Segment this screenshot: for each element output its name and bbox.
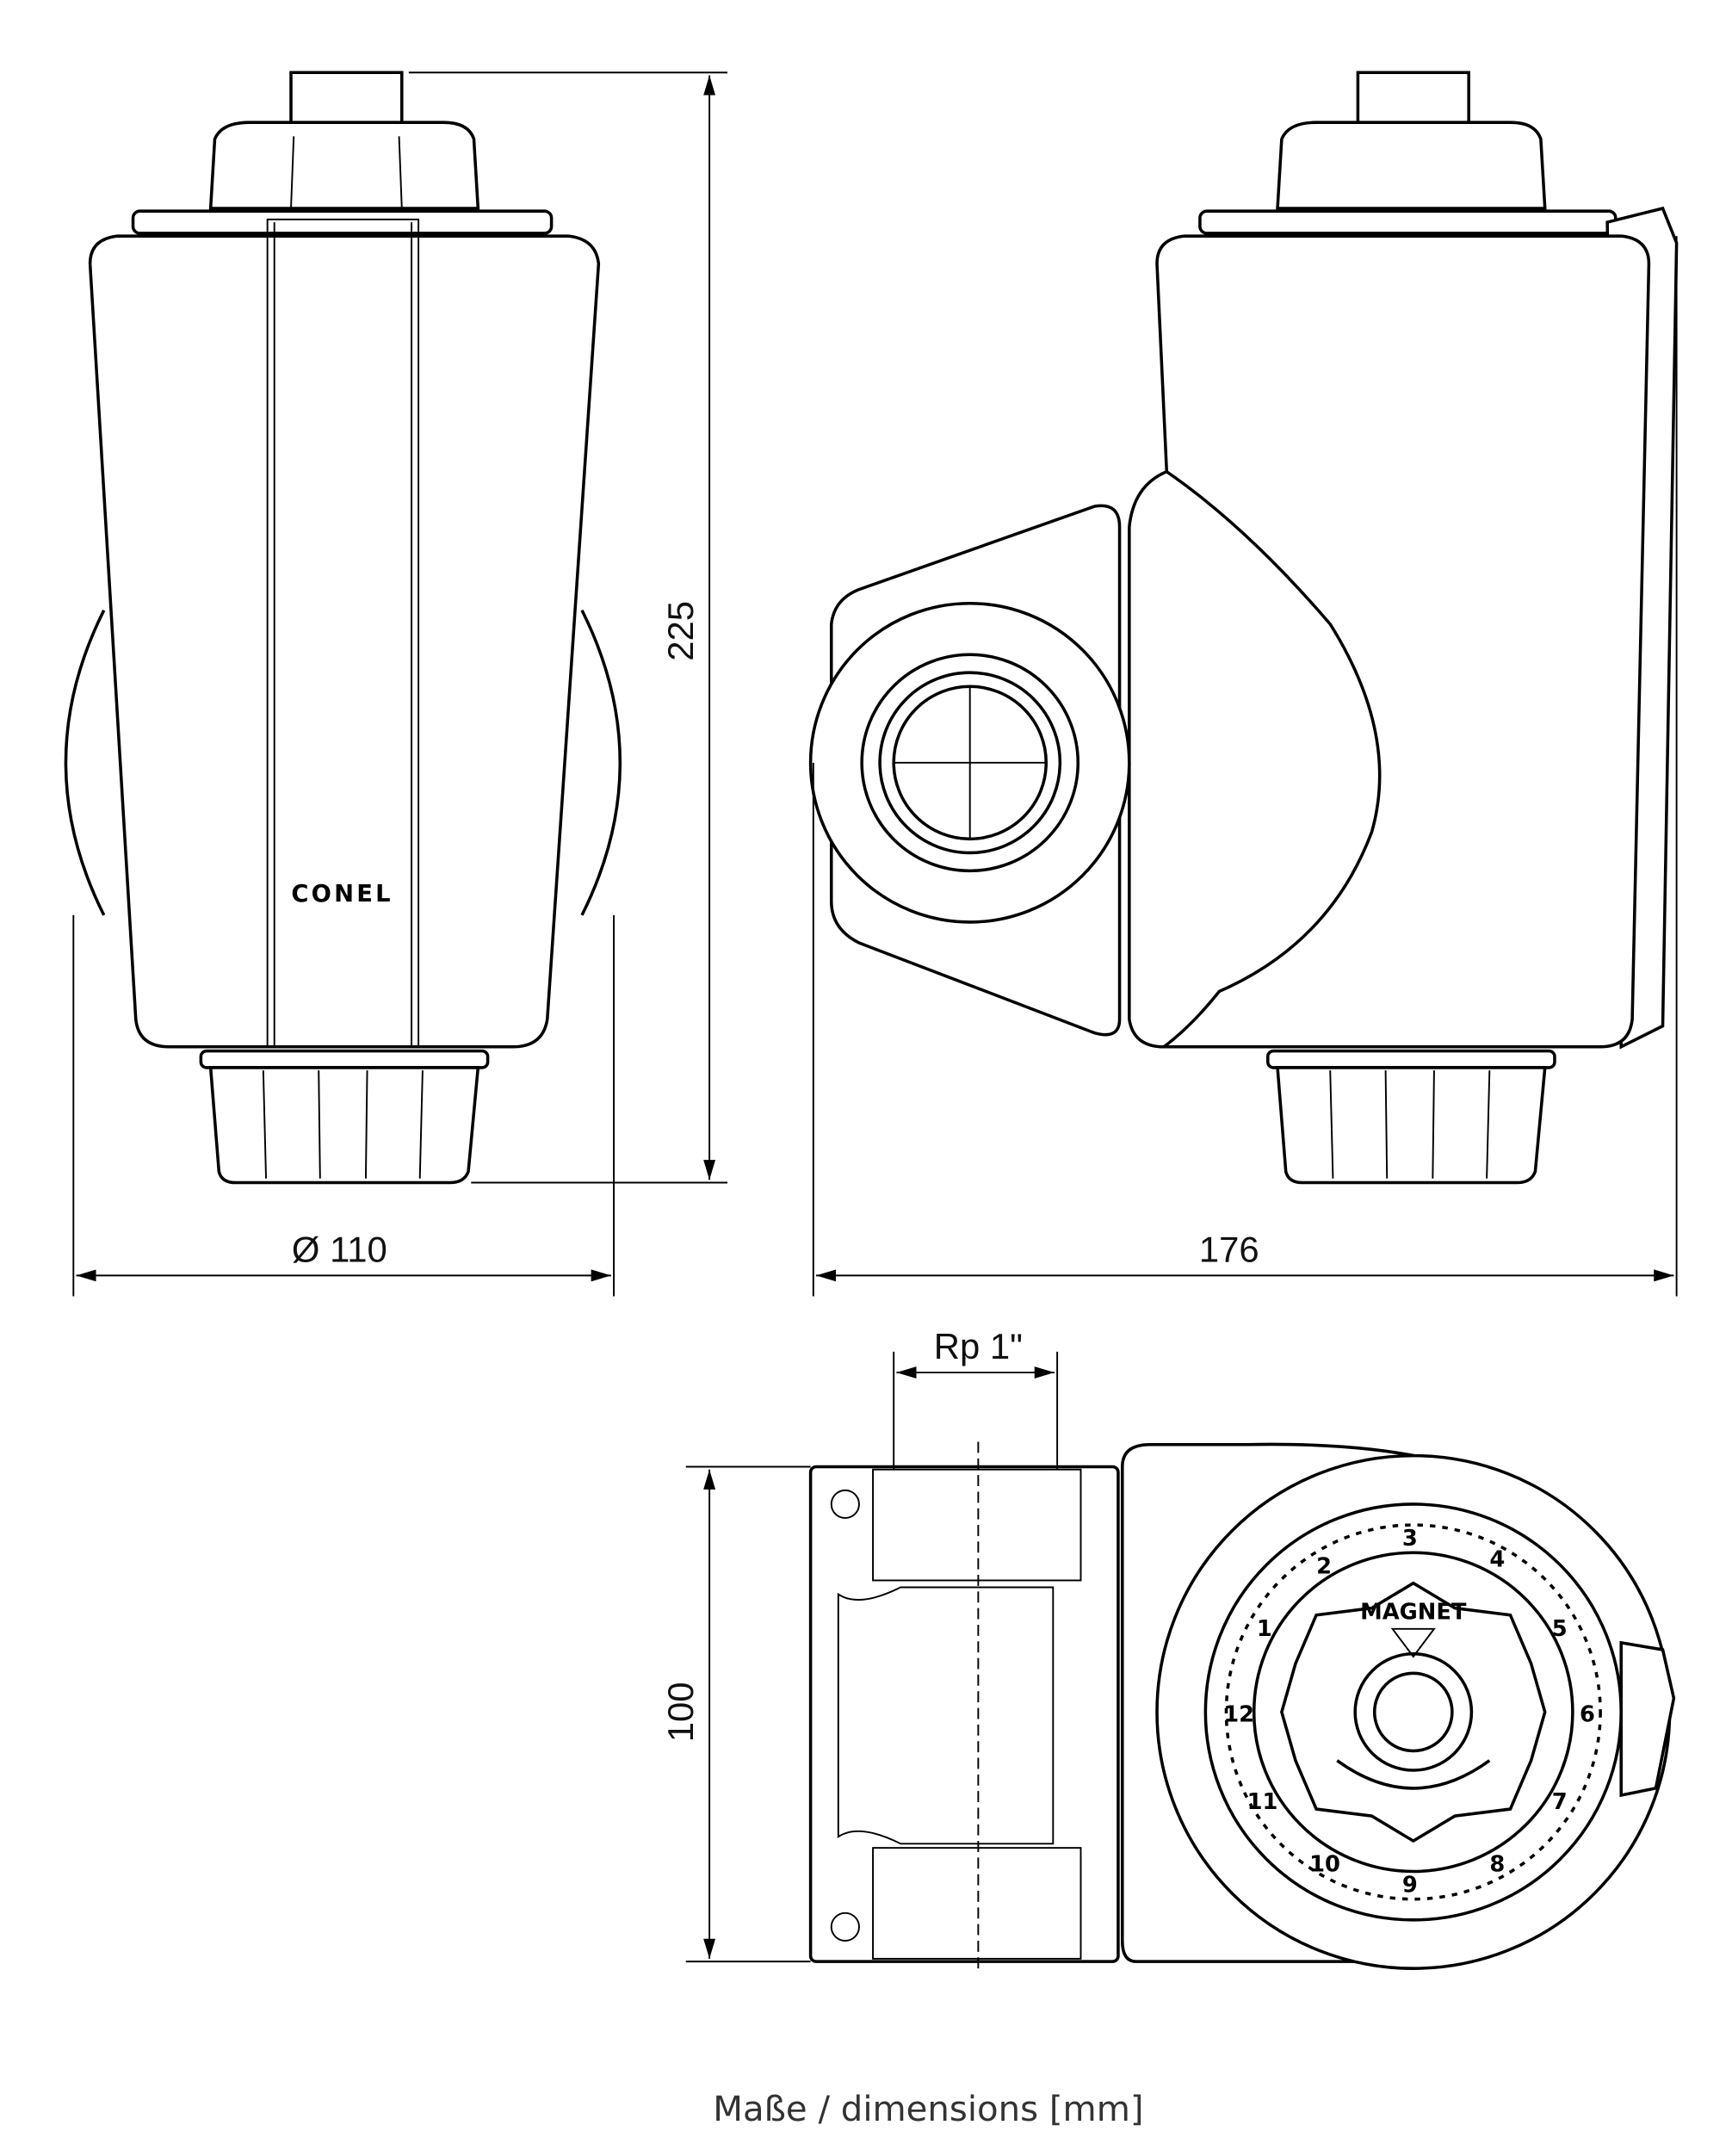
svg-text:12: 12 — [1223, 1702, 1254, 1728]
brand-logo: CONEL — [291, 881, 393, 908]
dial-knob — [1280, 1581, 1547, 1843]
body — [88, 234, 601, 1049]
dimension-lines: 225 Ø 110 176 Rp 1" 100 — [72, 71, 1678, 1963]
svg-text:10: 10 — [1309, 1851, 1340, 1877]
svg-text:6: 6 — [1580, 1702, 1595, 1728]
dial-label: MAGNET — [1360, 1600, 1467, 1626]
caption: Maße / dimensions [mm] — [713, 2090, 1143, 2129]
bottom-cup — [208, 1066, 480, 1185]
svg-text:11: 11 — [1247, 1789, 1278, 1815]
depth-dimension: 176 — [1199, 1229, 1259, 1269]
svg-text:7: 7 — [1552, 1789, 1568, 1815]
height-dimension: 225 — [660, 601, 701, 661]
knob — [208, 121, 480, 210]
top-cap — [289, 71, 404, 130]
side-view — [808, 71, 1679, 1185]
side-body — [1128, 234, 1651, 1049]
ring — [131, 209, 554, 235]
port-height-dimension: 100 — [660, 1682, 701, 1742]
svg-text:8: 8 — [1489, 1851, 1505, 1877]
front-view: CONEL — [64, 71, 622, 1185]
svg-text:2: 2 — [1316, 1553, 1332, 1579]
svg-text:3: 3 — [1402, 1526, 1418, 1552]
svg-text:9: 9 — [1402, 1873, 1418, 1899]
svg-text:1: 1 — [1257, 1616, 1272, 1642]
port-block — [808, 1465, 1120, 1963]
svg-text:4: 4 — [1489, 1546, 1505, 1572]
diameter-dimension: Ø 110 — [292, 1229, 387, 1269]
svg-text:5: 5 — [1552, 1616, 1568, 1642]
bottom-view: MAGNET 1 2 3 4 5 6 7 8 9 10 11 12 — [808, 1441, 1676, 1970]
dial-numbers: 1 2 3 4 5 6 7 8 9 10 11 12 — [1223, 1526, 1595, 1898]
thread-dimension: Rp 1" — [934, 1326, 1023, 1366]
